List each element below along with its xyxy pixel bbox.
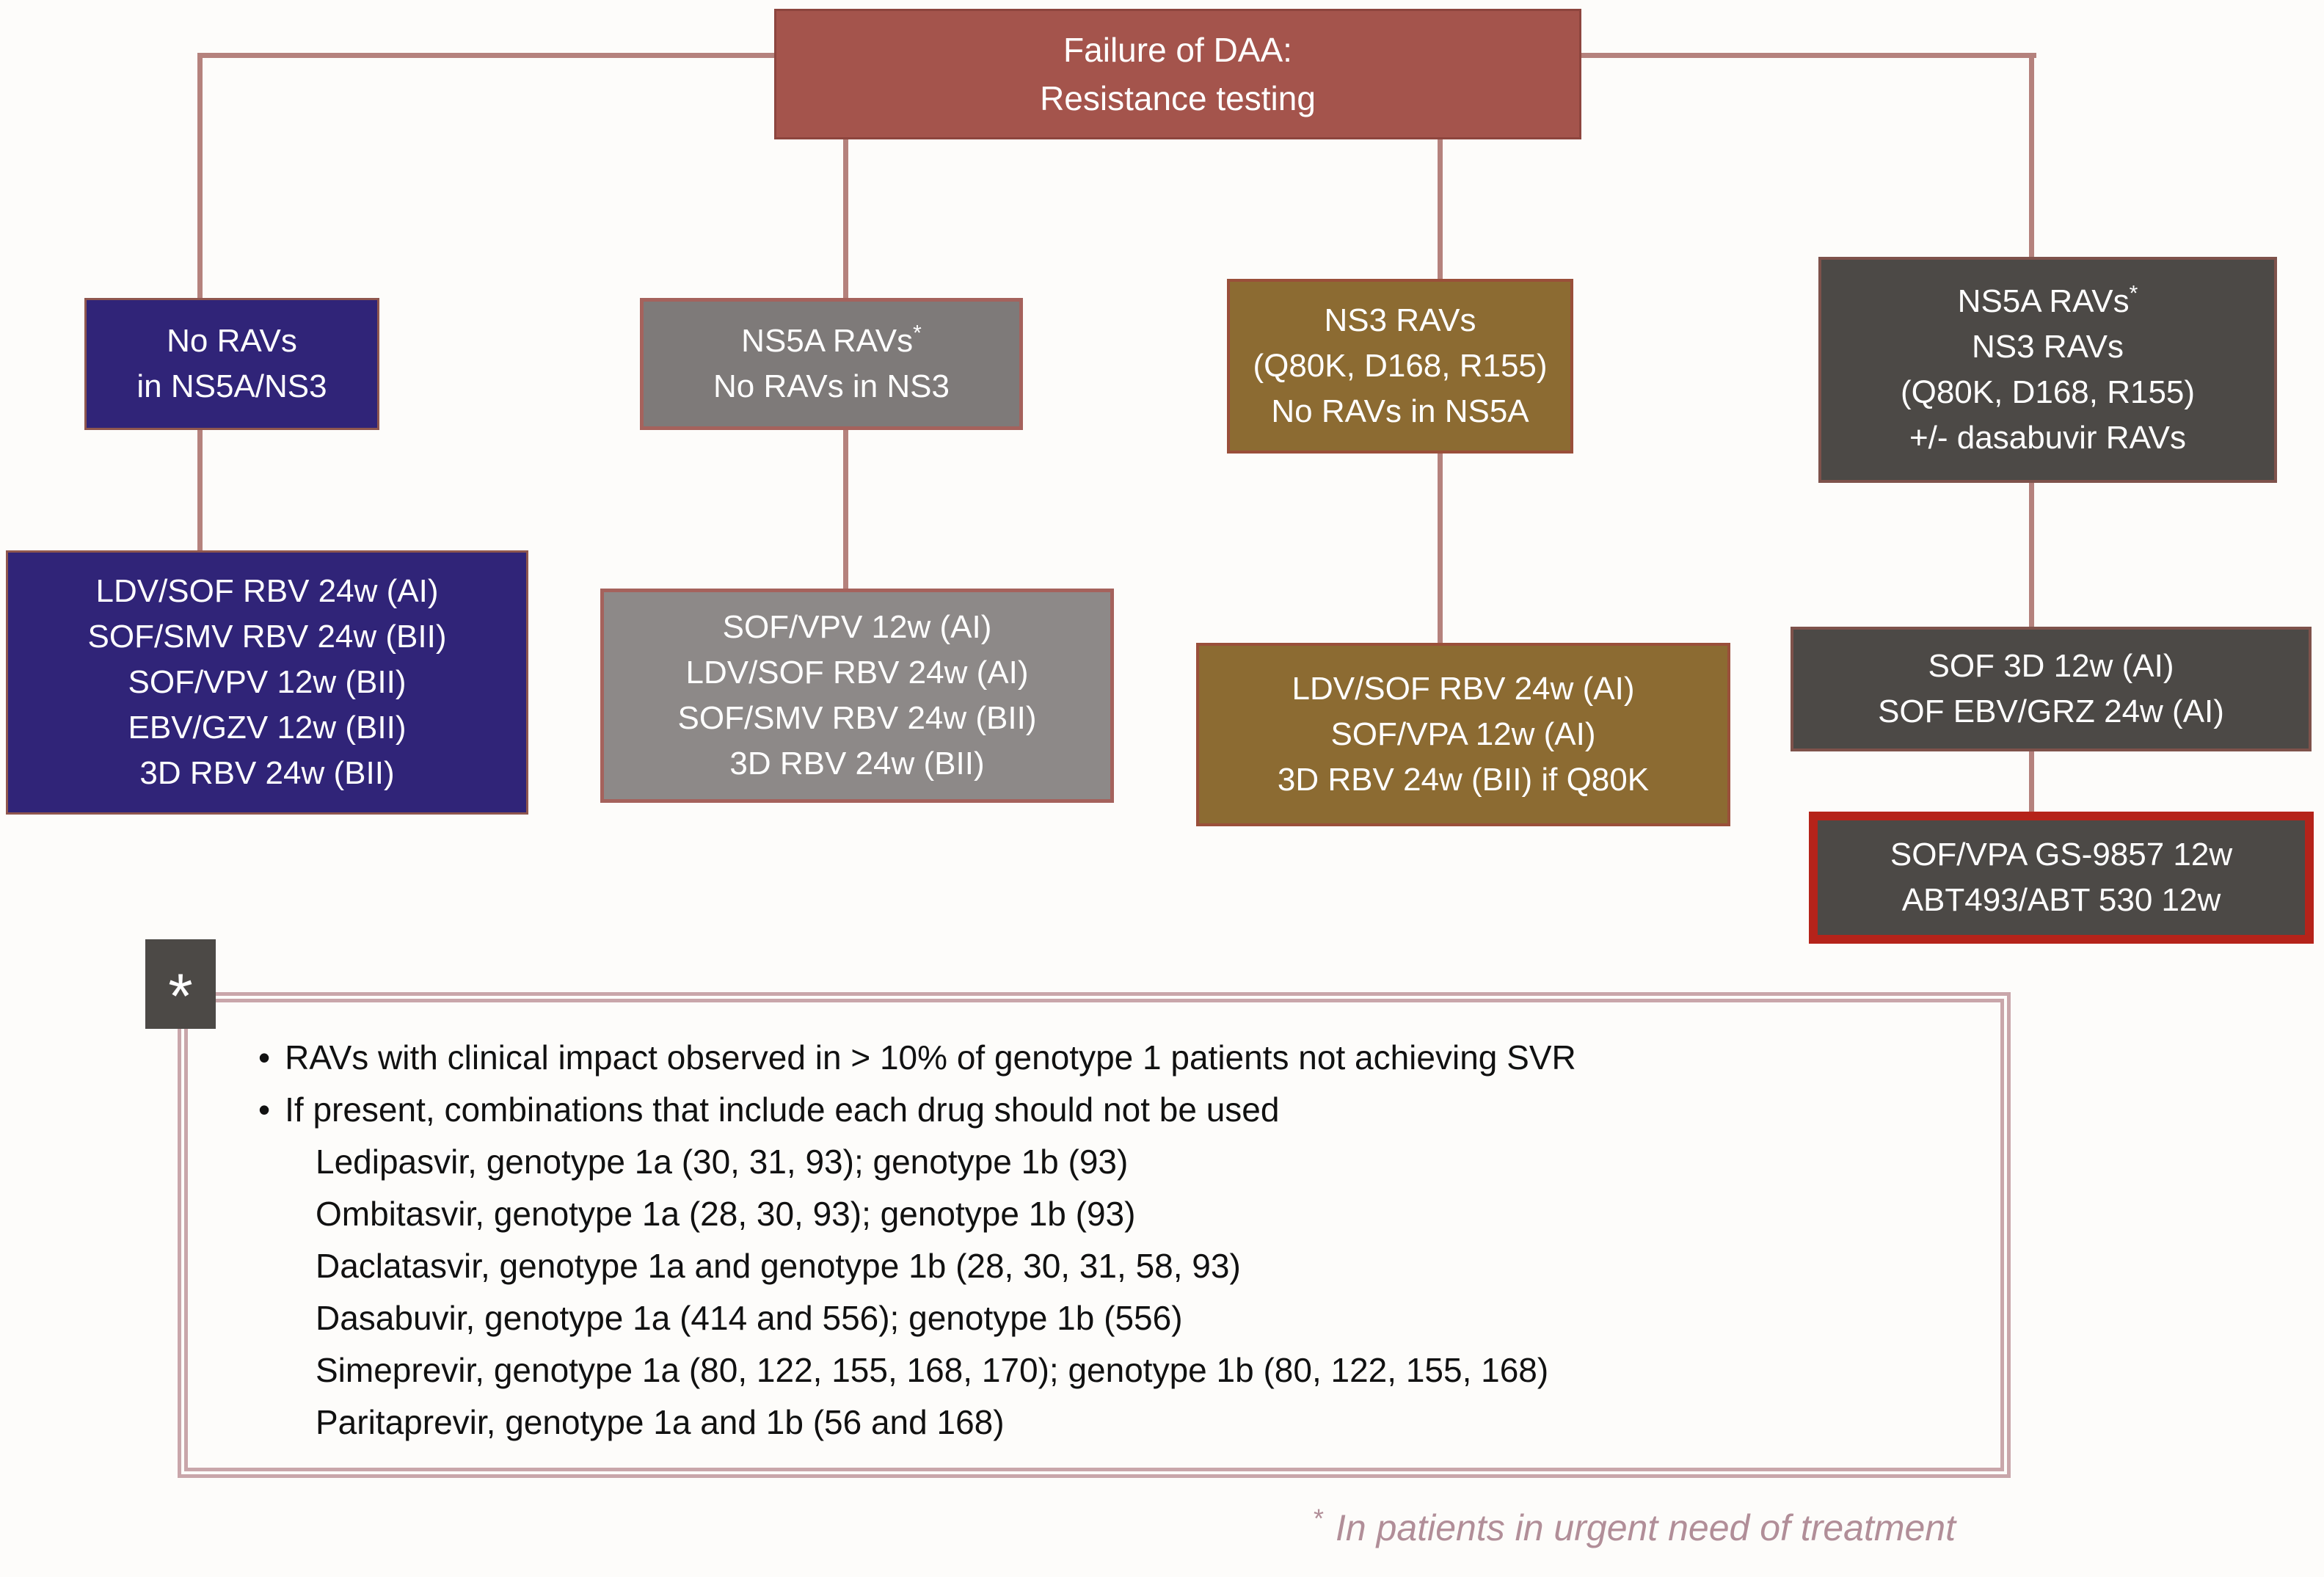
treatment-line: LDV/SOF RBV 24w (AI) — [1292, 671, 1635, 707]
branch4-asterisk: * — [2129, 281, 2138, 306]
footnote-frame — [178, 992, 2011, 1478]
caption-text: In patients in urgent need of treatment — [1336, 1507, 1956, 1548]
branch4-label-text: NS5A RAVs — [1957, 283, 2130, 319]
caption: * In patients in urgent need of treatment — [1314, 1503, 1956, 1550]
treatment-line: SOF/VPV 12w (AI) — [722, 609, 992, 645]
treatment-line: SOF/VPA GS-9857 12w — [1890, 837, 2233, 873]
branch4-label-line3: (Q80K, D168, R155) — [1900, 374, 2196, 410]
footnote-drug-item: Ledipasvir, genotype 1a (30, 31, 93); ge… — [316, 1143, 1129, 1181]
footnote-bullet-item: • RAVs with clinical impact observed in … — [258, 1032, 1968, 1084]
branch2-label-line2: No RAVs in NS3 — [713, 368, 950, 404]
treatment-line: SOF/VPA 12w (AI) — [1330, 716, 1596, 752]
footnote-bullet-item: • If present, combinations that include … — [258, 1084, 1968, 1136]
branch1-rx-box: LDV/SOF RBV 24w (AI) SOF/SMV RBV 24w (BI… — [6, 550, 528, 815]
branch1-label-line2: in NS5A/NS3 — [136, 368, 327, 404]
branch4-label-line2: NS3 RAVs — [1971, 329, 2124, 365]
branch1-label-line1: No RAVs — [167, 323, 297, 359]
branch4-investigational-box: SOF/VPA GS-9857 12w ABT493/ABT 530 12w — [1809, 812, 2314, 944]
branch2-rx-box: SOF/VPV 12w (AI) LDV/SOF RBV 24w (AI) SO… — [600, 589, 1114, 803]
branch3-label-line1: NS3 RAVs — [1324, 302, 1476, 338]
branch4-label-box: NS5A RAVs* NS3 RAVs (Q80K, D168, R155) +… — [1818, 257, 2277, 483]
branch2-asterisk: * — [913, 321, 922, 346]
asterisk-marker-box: * — [145, 939, 216, 1032]
branch2-label-box: NS5A RAVs* No RAVs in NS3 — [640, 298, 1023, 430]
branch3-rx-box: LDV/SOF RBV 24w (AI) SOF/VPA 12w (AI) 3D… — [1196, 643, 1730, 826]
footnote-drug-item: Ombitasvir, genotype 1a (28, 30, 93); ge… — [316, 1195, 1136, 1233]
treatment-line: LDV/SOF RBV 24w (AI) — [95, 573, 439, 609]
bullet-glyph: • — [258, 1038, 271, 1077]
root-title-line2: Resistance testing — [1040, 79, 1316, 117]
treatment-line: 3D RBV 24w (BII) — [729, 746, 985, 782]
treatment-line: ABT493/ABT 530 12w — [1901, 882, 2221, 918]
connector-branch4-terminal — [2029, 750, 2034, 813]
branch3-label-line3: No RAVs in NS5A — [1271, 393, 1529, 429]
connector-branch4-upper — [2029, 53, 2034, 260]
branch4-label-line4: +/- dasabuvir RAVs — [1909, 420, 2186, 456]
caption-asterisk: * — [1314, 1503, 1325, 1534]
footnote-drug-item: Paritaprevir, genotype 1a and 1b (56 and… — [316, 1403, 1005, 1441]
connector-branch4-lower — [2029, 481, 2034, 628]
treatment-line: SOF/SMV RBV 24w (BII) — [87, 619, 447, 655]
branch4-rx-box: SOF 3D 12w (AI) SOF EBV/GRZ 24w (AI) — [1791, 627, 2312, 751]
root-box: Failure of DAA: Resistance testing — [774, 9, 1581, 139]
connector-branch1-upper — [197, 53, 203, 299]
branch4-label-line1: NS5A RAVs* — [1958, 279, 2138, 324]
connector-branch1-lower — [197, 429, 203, 552]
bullet-glyph: • — [258, 1090, 271, 1129]
branch1-label-box: No RAVs in NS5A/NS3 — [84, 298, 379, 430]
treatment-line: EBV/GZV 12w (BII) — [128, 710, 407, 746]
treatment-line: SOF/VPV 12w (BII) — [128, 664, 407, 700]
treatment-line: SOF EBV/GRZ 24w (AI) — [1878, 693, 2224, 729]
branch3-label-line2: (Q80K, D168, R155) — [1253, 348, 1548, 384]
footnote-bullet-text: If present, combinations that include ea… — [285, 1090, 1280, 1129]
footnote-block: • RAVs with clinical impact observed in … — [258, 1032, 1968, 1449]
root-title-line1: Failure of DAA: — [1063, 31, 1292, 69]
treatment-line: 3D RBV 24w (BII) — [139, 755, 395, 791]
footnote-bullet-text: RAVs with clinical impact observed in > … — [285, 1038, 1576, 1077]
connector-branch3-upper — [1438, 53, 1443, 282]
asterisk-glyph: * — [168, 961, 193, 1032]
branch2-label-line1: NS5A RAVs* — [741, 318, 922, 364]
treatment-line: 3D RBV 24w (BII) if Q80K — [1277, 762, 1650, 798]
treatment-line: SOF 3D 12w (AI) — [1928, 648, 2174, 684]
branch2-label-text: NS5A RAVs — [741, 323, 914, 359]
connector-branch2-upper — [843, 53, 848, 299]
connector-branch3-lower — [1438, 452, 1443, 644]
treatment-line: LDV/SOF RBV 24w (AI) — [685, 655, 1029, 691]
footnote-drug-item: Daclatasvir, genotype 1a and genotype 1b… — [316, 1247, 1241, 1285]
connector-branch2-lower — [843, 429, 848, 590]
treatment-line: SOF/SMV RBV 24w (BII) — [677, 700, 1037, 736]
footnote-drug-item: Dasabuvir, genotype 1a (414 and 556); ge… — [316, 1299, 1183, 1337]
footnote-drug-item: Simeprevir, genotype 1a (80, 122, 155, 1… — [316, 1351, 1549, 1389]
branch3-label-box: NS3 RAVs (Q80K, D168, R155) No RAVs in N… — [1227, 279, 1573, 454]
